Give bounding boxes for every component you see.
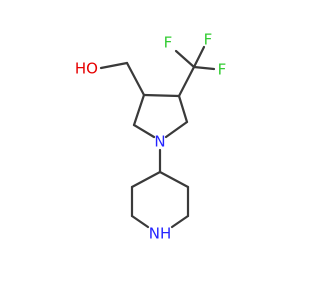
fluorine-right-label: F: [218, 61, 227, 79]
bond-c5prime-c4prime: [158, 170, 190, 189]
bond-c4-c5: [177, 94, 189, 124]
bond-n1-c2: [132, 123, 156, 139]
bond-c3-c4: [142, 93, 181, 98]
bonds: [99, 45, 216, 229]
piperidine-nitrogen-label: NH: [149, 225, 172, 243]
fluorine-left-label: F: [164, 34, 173, 52]
bond-c5-n1: [164, 120, 189, 139]
bond-cf3-f-right: [192, 65, 216, 71]
bond-ch2-c3: [125, 61, 146, 97]
atom-labels: HO F F F N NH: [75, 31, 226, 243]
bond-nh-c6prime: [170, 214, 190, 229]
bond-o-ch2: [99, 61, 129, 70]
bond-cf3-f-left: [174, 49, 196, 69]
bond-c4-cf3: [177, 65, 196, 98]
hydroxyl-label: HO: [75, 60, 98, 78]
bond-c4prime-c3prime: [130, 170, 162, 189]
fluorine-top-label: F: [204, 31, 213, 49]
molecule-structure: HO F F F N NH: [75, 31, 226, 243]
bond-c2-c3: [132, 93, 146, 127]
bond-cf3-f-top: [192, 45, 206, 69]
bond-c2prime-nh: [130, 214, 150, 229]
pyrrolidine-nitrogen-label: N: [154, 133, 165, 151]
